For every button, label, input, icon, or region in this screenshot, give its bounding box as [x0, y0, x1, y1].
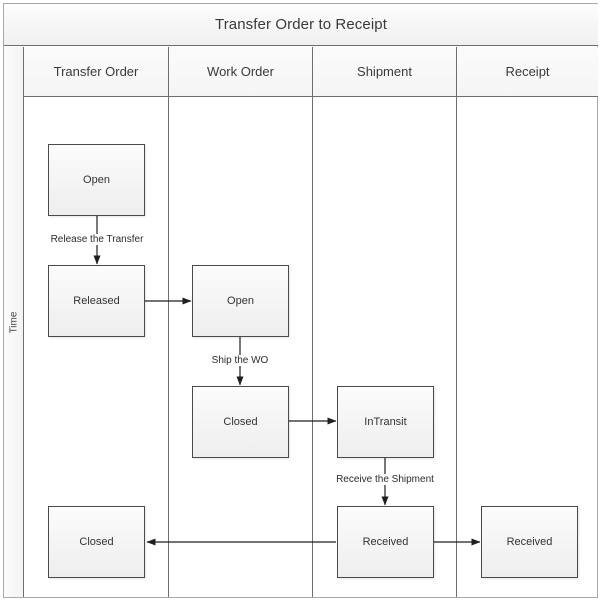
lane-header-label: Receipt: [505, 64, 550, 79]
state-node-label: Released: [73, 294, 120, 307]
state-node-label: Closed: [223, 415, 258, 428]
diagram-title: Transfer Order to Receipt: [214, 16, 387, 33]
time-axis-gutter: Time: [4, 47, 24, 597]
lane-header-label: Work Order: [207, 64, 274, 79]
lane-header-shipment: Shipment: [313, 47, 457, 96]
lane-header-transfer-order: Transfer Order: [24, 47, 169, 96]
state-node-label: Open: [83, 173, 110, 186]
time-axis-label: Time: [8, 311, 20, 333]
state-node-transfer-order-closed[interactable]: Closed: [48, 506, 145, 578]
state-node-work-order-closed[interactable]: Closed: [192, 386, 289, 458]
state-node-shipment-received[interactable]: Received: [337, 506, 434, 578]
lane-header-label: Transfer Order: [53, 64, 139, 79]
lane-header-work-order: Work Order: [169, 47, 313, 96]
state-node-transfer-order-open[interactable]: Open: [48, 144, 145, 216]
edge-label-release-the-transfer: Release the Transfer: [48, 234, 146, 245]
state-node-receipt-received[interactable]: Received: [481, 506, 578, 578]
lane-column-work-order: [169, 97, 313, 597]
state-node-label: Closed: [79, 535, 114, 548]
edge-label-ship-the-wo: Ship the WO: [209, 355, 271, 366]
lane-body-area: [24, 97, 598, 597]
state-node-shipment-intransit[interactable]: InTransit: [337, 386, 434, 458]
lane-header-strip: Transfer Order Work Order Shipment Recei…: [24, 47, 598, 97]
state-node-label: Received: [506, 535, 553, 548]
lane-header-label: Shipment: [357, 64, 412, 79]
state-node-label: InTransit: [364, 415, 407, 428]
diagram-title-bar: Transfer Order to Receipt: [4, 4, 598, 46]
state-node-label: Open: [227, 294, 254, 307]
state-node-work-order-open[interactable]: Open: [192, 265, 289, 337]
lane-header-receipt: Receipt: [457, 47, 598, 96]
state-node-label: Received: [362, 535, 409, 548]
edge-label-receive-the-shipment: Receive the Shipment: [334, 474, 436, 485]
lane-column-shipment: [313, 97, 457, 597]
state-node-transfer-order-released[interactable]: Released: [48, 265, 145, 337]
lane-column-transfer-order: [24, 97, 169, 597]
